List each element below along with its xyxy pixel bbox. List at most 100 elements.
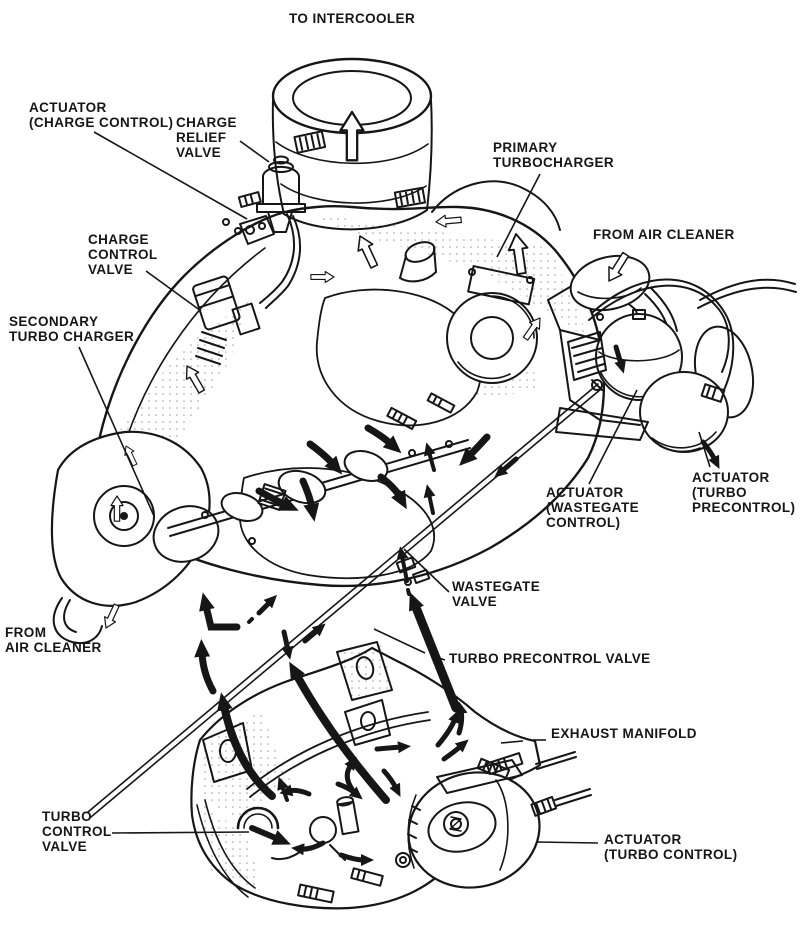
flow-arrow-icon <box>299 477 320 522</box>
leader-line <box>145 270 202 312</box>
label-line: ACTUATOR <box>546 485 624 500</box>
airflow-arrow-icon <box>434 213 463 229</box>
flow-arrow-icon <box>199 592 241 631</box>
label-line: FROM AIR CLEANER <box>593 227 735 242</box>
flow-arrow-icon <box>217 692 276 800</box>
leader-line <box>239 140 270 163</box>
label-to-intercooler: TO INTERCOOLER <box>289 11 415 26</box>
flow-arrow-icon <box>364 424 402 454</box>
flow-arrow-icon <box>374 741 411 754</box>
label-line: CONTROL <box>42 824 112 839</box>
label-line: TURBO <box>42 809 92 824</box>
flow-arrow-icon <box>338 852 374 866</box>
label-line: PRECONTROL) <box>692 500 796 515</box>
leader-line <box>111 831 250 834</box>
flow-arrow-icon <box>441 739 469 762</box>
flow-arrow-icon <box>613 344 626 374</box>
flow-arrow-icon <box>406 588 411 596</box>
label-actuator-charge-control: ACTUATOR (CHARGE CONTROL) <box>29 100 173 130</box>
label-turbo-control-valve: TURBO CONTROL VALVE <box>42 809 112 854</box>
flow-arrow-icon <box>459 433 491 466</box>
label-from-air-cleaner-top: FROM AIR CLEANER <box>593 227 735 242</box>
label-line: VALVE <box>42 839 88 854</box>
label-actuator-wastegate-control: ACTUATOR (WASTEGATE CONTROL) <box>546 485 639 530</box>
label-turbo-precontrol-valve: TURBO PRECONTROL VALVE <box>449 651 651 666</box>
leader-lines <box>78 131 711 844</box>
turbo-control-valve-part <box>271 796 360 861</box>
flow-arrow-icon <box>409 591 461 713</box>
charge-pipe <box>259 213 302 309</box>
flow-arrow-icon <box>435 709 460 748</box>
secondary-turbocharger-part <box>50 392 471 644</box>
flow-arrow-icon <box>279 784 312 797</box>
flow-arrow-icon <box>247 617 254 624</box>
leader-line <box>403 548 450 593</box>
flow-arrow-icon <box>700 439 720 469</box>
label-line: TO INTERCOOLER <box>289 11 416 26</box>
label-wastegate-valve: WASTEGATE VALVE <box>452 579 540 609</box>
label-line: CHARGE <box>88 232 149 247</box>
label-line: ACTUATOR <box>604 832 682 847</box>
label-line: VALVE <box>176 145 222 160</box>
leader-line <box>373 628 426 654</box>
label-line: PRIMARY <box>493 140 558 155</box>
leader-line <box>698 431 711 468</box>
label-line: WASTEGATE <box>452 579 541 594</box>
leader-line <box>500 740 524 744</box>
label-line: VALVE <box>452 594 498 609</box>
label-line: RELIEF <box>176 130 227 145</box>
label-line: TURBO CHARGER <box>9 329 135 344</box>
airflow-arrow-icon <box>310 270 335 284</box>
flow-arrow-icon <box>381 768 401 797</box>
flow-arrow-icon <box>424 442 436 472</box>
right-actuator-group <box>547 254 797 453</box>
label-line: ACTUATOR <box>29 100 107 115</box>
flow-arrow-icon <box>289 661 390 804</box>
label-line: (WASTEGATE <box>546 500 639 515</box>
flow-arrow-icon <box>344 756 357 792</box>
label-line: TURBOCHARGER <box>493 155 615 170</box>
charge-relief-valve-part <box>237 155 306 245</box>
label-line: TURBO PRECONTROL VALVE <box>449 651 651 666</box>
charge-control-valve-part <box>192 218 261 365</box>
leader-line <box>78 346 155 517</box>
label-line: VALVE <box>88 262 134 277</box>
label-exhaust-manifold: EXHAUST MANIFOLD <box>551 726 697 741</box>
label-line: SECONDARY <box>9 314 99 329</box>
flow-arrow-icon <box>455 701 468 736</box>
flow-arrow-icon <box>335 781 363 800</box>
actuator-precontrol-can2 <box>639 371 729 453</box>
label-line: (TURBO CONTROL) <box>604 847 738 862</box>
flow-arrow-icon <box>302 623 326 644</box>
actuator-turbo-control-part <box>395 751 592 889</box>
label-line: CONTROL) <box>546 515 621 530</box>
label-line: AIR CLEANER <box>5 640 102 655</box>
flow-arrow-icon <box>423 484 436 515</box>
label-secondary-turbo-charger: SECONDARY TURBO CHARGER <box>9 314 134 344</box>
flow-arrow-icon <box>256 594 278 616</box>
flow-arrows <box>194 344 720 866</box>
flow-arrow-icon <box>281 629 294 660</box>
leader-line <box>93 131 248 220</box>
intercooler-duct <box>271 57 433 231</box>
label-line: EXHAUST MANIFOLD <box>551 726 697 741</box>
label-actuator-turbo-precontrol: ACTUATOR (TURBO PRECONTROL) <box>692 470 795 515</box>
label-line: CHARGE <box>176 115 237 130</box>
hose-clamp <box>393 186 427 209</box>
flow-arrow-icon <box>306 440 343 475</box>
label-line: ACTUATOR <box>692 470 770 485</box>
flow-arrow-icon <box>194 639 217 695</box>
flow-arrow-icon <box>249 825 291 845</box>
primary-turbocharger-part <box>399 241 538 384</box>
label-line: CONTROL <box>88 247 158 262</box>
label-from-air-cleaner-bottom: FROM AIR CLEANER <box>5 625 102 655</box>
label-line: (CHARGE CONTROL) <box>29 115 174 130</box>
label-actuator-turbo-control: ACTUATOR (TURBO CONTROL) <box>604 832 737 862</box>
leader-line <box>535 841 599 844</box>
flow-arrow-icon <box>277 776 289 802</box>
leader-line <box>496 173 541 258</box>
flow-arrow-icon <box>396 546 409 583</box>
label-line: (TURBO <box>692 485 747 500</box>
